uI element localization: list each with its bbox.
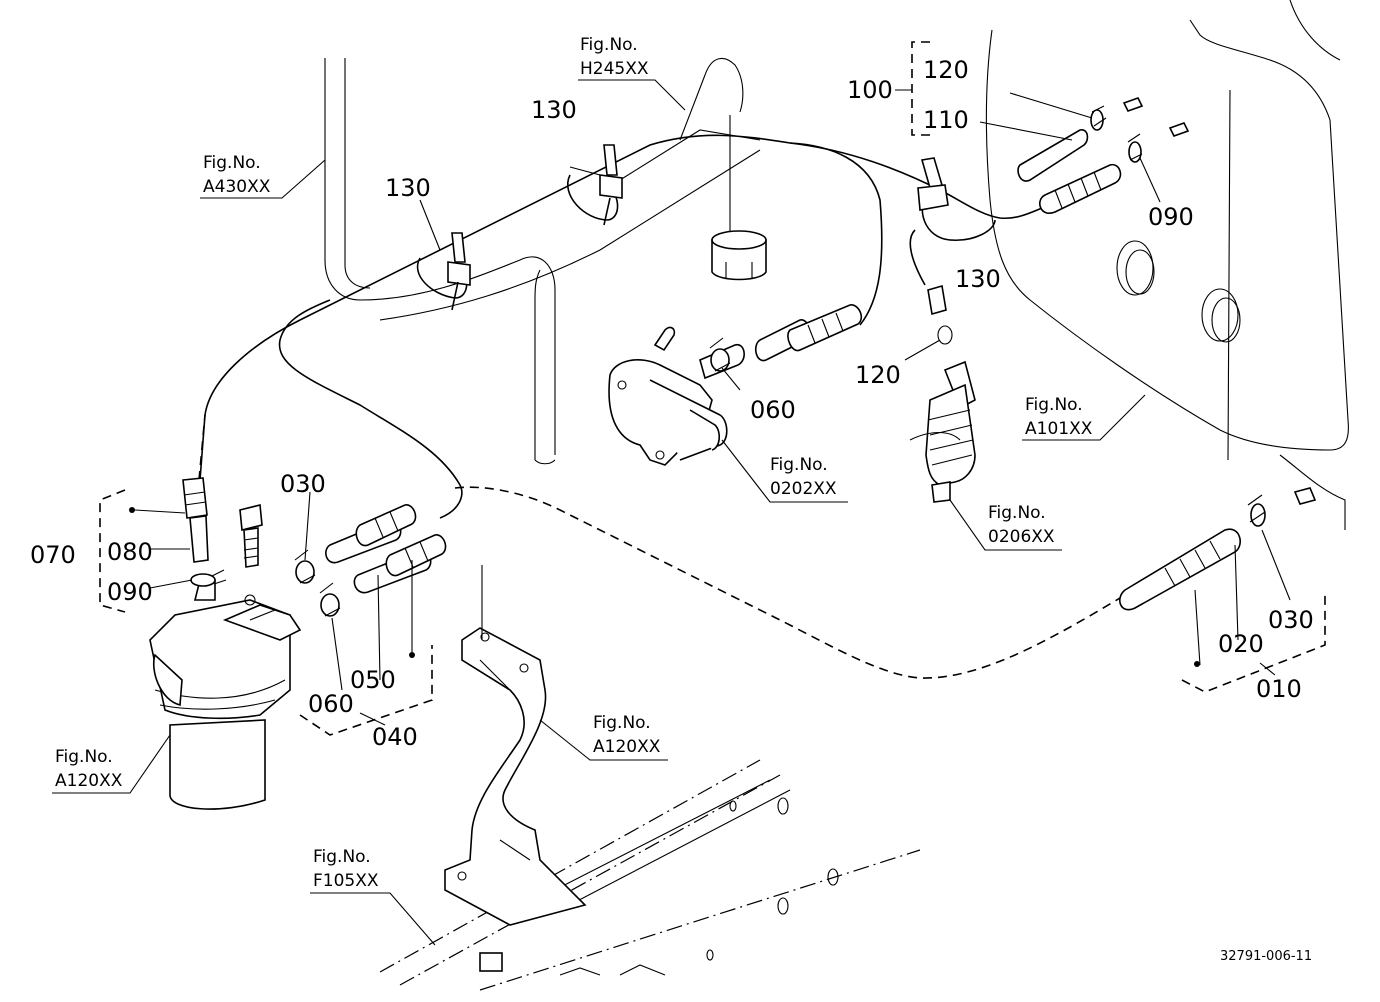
bracket-040 — [299, 645, 433, 736]
figref-a120-left-code: A120XX — [55, 771, 123, 791]
callout-130-c: 130 — [955, 265, 1001, 293]
figref-0206-label: Fig.No. — [988, 503, 1046, 523]
callout-060-left: 060 — [308, 690, 354, 718]
figref-0206-code: 0206XX — [988, 527, 1055, 547]
callout-030-left: 030 — [280, 470, 326, 498]
callout-050: 050 — [350, 666, 396, 694]
injector — [909, 284, 976, 503]
figref-a101-code: A101XX — [1025, 419, 1093, 439]
figref-a430: Fig.No. A430XX — [200, 153, 326, 199]
figref-f105-label: Fig.No. — [313, 847, 371, 867]
figref-f105: Fig.No. F105XX — [310, 847, 436, 946]
figref-a120-left-label: Fig.No. — [55, 747, 113, 767]
bracket-070 — [99, 489, 126, 613]
mounting-bracket — [444, 565, 587, 926]
hose-110-assembly — [1017, 97, 1190, 214]
hose-clamp-130-right — [917, 157, 996, 241]
callout-020: 020 — [1218, 630, 1264, 658]
figref-a120-mid-label: Fig.No. — [593, 713, 651, 733]
callout-080: 080 — [107, 538, 153, 566]
figref-0206: Fig.No. 0206XX — [949, 499, 1062, 551]
bracket-010 — [1181, 595, 1326, 693]
figref-a101: Fig.No. A101XX — [1022, 394, 1146, 441]
hose-clamp-130-mid — [567, 144, 623, 226]
callout-010: 010 — [1256, 675, 1302, 703]
leader-lines — [129, 92, 1291, 691]
callout-100: 100 — [847, 76, 893, 104]
figref-a430-code: A430XX — [203, 177, 271, 197]
callout-110: 110 — [923, 106, 969, 134]
frame-rails — [379, 759, 921, 991]
fuel-cap — [711, 230, 767, 281]
figref-0202-label: Fig.No. — [770, 455, 828, 475]
callout-130-b: 130 — [385, 174, 431, 202]
figref-h245-code: H245XX — [580, 59, 649, 79]
engine-block-outline — [985, 0, 1349, 530]
callout-120-mid: 120 — [855, 361, 901, 389]
return-hose-020 — [1119, 487, 1317, 611]
figref-a120-mid: Fig.No. A120XX — [539, 713, 668, 761]
fuel-hoses — [198, 134, 1126, 679]
callout-090-right: 090 — [1148, 203, 1194, 231]
drawing-code: 32791-006-11 — [1220, 949, 1312, 964]
callout-130-a: 130 — [531, 96, 577, 124]
figref-0202: Fig.No. 0202XX — [721, 439, 848, 503]
figref-f105-code: F105XX — [313, 871, 379, 891]
injection-pump — [608, 304, 863, 466]
figref-a430-label: Fig.No. — [203, 153, 261, 173]
fuel-filter — [149, 477, 302, 810]
figref-a120-left: Fig.No. A120XX — [52, 734, 171, 794]
bracket-100 — [895, 41, 930, 136]
callout-120-top: 120 — [923, 56, 969, 84]
hose-clamp-130-left — [416, 232, 471, 311]
callout-040: 040 — [372, 723, 418, 751]
callout-030-right: 030 — [1268, 606, 1314, 634]
figref-h245: Fig.No. H245XX — [578, 35, 686, 111]
figref-a101-label: Fig.No. — [1025, 395, 1083, 415]
figref-h245-label: Fig.No. — [580, 35, 638, 55]
figref-0202-code: 0202XX — [770, 479, 837, 499]
figref-a120-mid-code: A120XX — [593, 737, 661, 757]
callout-060-pump: 060 — [750, 396, 796, 424]
callout-090-left: 090 — [107, 578, 153, 606]
callout-070: 070 — [30, 541, 76, 569]
